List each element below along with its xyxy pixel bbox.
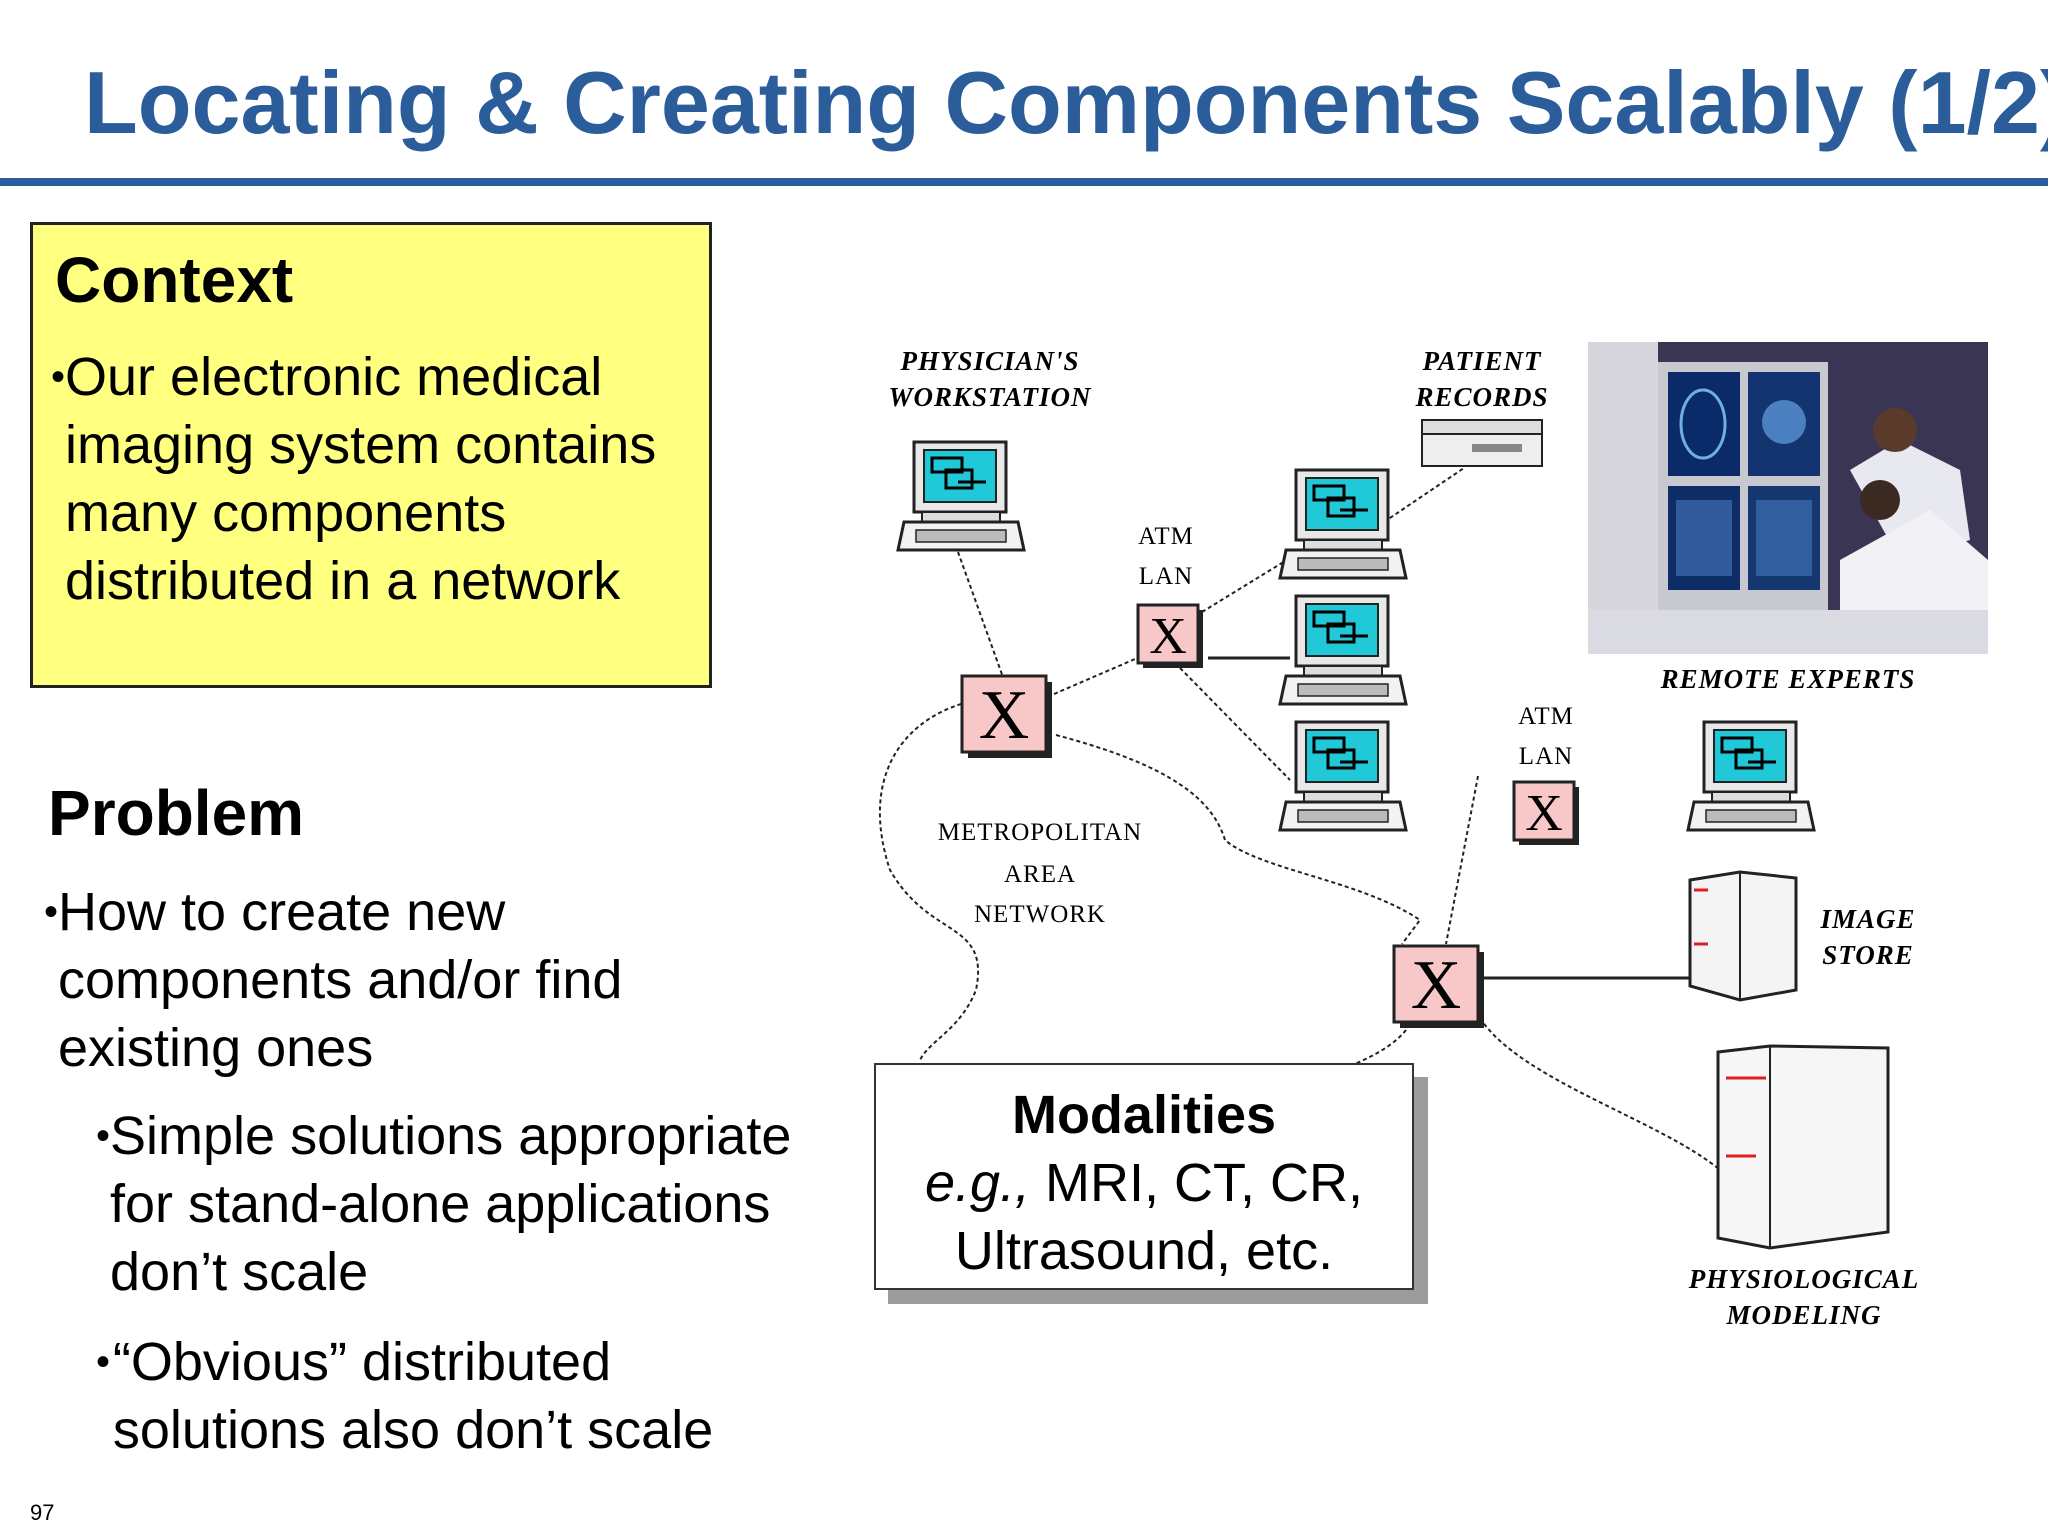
wan-switch-icon xyxy=(1392,944,1486,1030)
physician-workstation-icon xyxy=(896,440,1026,552)
atm-lan-label: ATM xyxy=(1138,523,1194,550)
workstation-icon xyxy=(1686,720,1816,832)
physician-label: PHYSICIAN'S xyxy=(899,346,1079,376)
physician-label: WORKSTATION xyxy=(888,382,1092,412)
patient-records-label: PATIENT xyxy=(1421,346,1542,376)
atm-lan-label: LAN xyxy=(1519,743,1573,770)
man-label: NETWORK xyxy=(974,901,1106,928)
man-label: METROPOLITAN xyxy=(938,819,1142,846)
remote-experts-label: REMOTE EXPERTS xyxy=(1660,664,1916,694)
modalities-list: MRI, CT, CR, xyxy=(1030,1153,1364,1213)
bullet-icon: • xyxy=(44,890,59,934)
patient-records-label: RECORDS xyxy=(1414,382,1548,412)
network-diagram: X X PHYSICIAN'S WORKSTATION PATIENT RECO… xyxy=(878,342,1988,1330)
workstation-icon xyxy=(1278,594,1408,706)
atm-lan-switch-icon xyxy=(1512,780,1581,847)
man-label: AREA xyxy=(1004,861,1076,888)
atm-lan-switch-icon xyxy=(1136,603,1205,670)
problem-sub-bullet: • Simple solutions appropriate for stand… xyxy=(96,1102,836,1306)
modalities-box: Modalities e.g., MRI, CT, CR, Ultrasound… xyxy=(874,1063,1414,1290)
problem-bullet-text: How to create new components and/or find… xyxy=(58,882,623,1078)
context-heading: Context xyxy=(55,244,294,316)
problem-sub-bullet-text: “Obvious” distributed solutions also don… xyxy=(112,1332,714,1460)
bullet-icon: • xyxy=(96,1114,111,1158)
image-store-icon xyxy=(1688,870,1798,1002)
workstation-icon xyxy=(1278,720,1408,832)
physiological-label: PHYSIOLOGICAL xyxy=(1688,1264,1920,1294)
man-switch-icon xyxy=(960,674,1054,760)
slide-title: Locating & Creating Components Scalably … xyxy=(84,53,2048,152)
remote-experts-photo xyxy=(1588,342,1988,654)
title-divider xyxy=(0,178,2048,186)
image-store-label: IMAGE xyxy=(1819,904,1915,934)
context-bullet-text: Our electronic medical imaging system co… xyxy=(65,347,657,611)
modalities-eg: e.g., xyxy=(924,1153,1031,1213)
problem-heading: Problem xyxy=(48,777,305,849)
atm-lan-label: LAN xyxy=(1139,563,1193,590)
bullet-icon: • xyxy=(51,355,66,399)
modalities-examples-2: Ultrasound, etc. xyxy=(954,1221,1334,1281)
modalities-examples: e.g., MRI, CT, CR, xyxy=(876,1149,1412,1217)
physiological-label: MODELING xyxy=(1725,1300,1881,1330)
context-bullet: • Our electronic medical imaging system … xyxy=(51,343,691,615)
problem-sub-bullet: • “Obvious” distributed solutions also d… xyxy=(96,1328,836,1464)
server-icon xyxy=(1421,419,1543,467)
context-box: Context • Our electronic medical imaging… xyxy=(30,222,712,688)
modalities-title: Modalities xyxy=(1011,1085,1277,1145)
problem-bullet: • How to create new components and/or fi… xyxy=(44,878,764,1082)
problem-sub-bullet-text: Simple solutions appropriate for stand-a… xyxy=(110,1106,792,1302)
workstation-icon xyxy=(1278,468,1408,580)
atm-lan-label: ATM xyxy=(1518,703,1574,730)
physiological-server-icon xyxy=(1716,1044,1890,1250)
image-store-label: STORE xyxy=(1822,940,1914,970)
bullet-icon: • xyxy=(96,1340,111,1384)
page-number: 97 xyxy=(30,1500,55,1525)
